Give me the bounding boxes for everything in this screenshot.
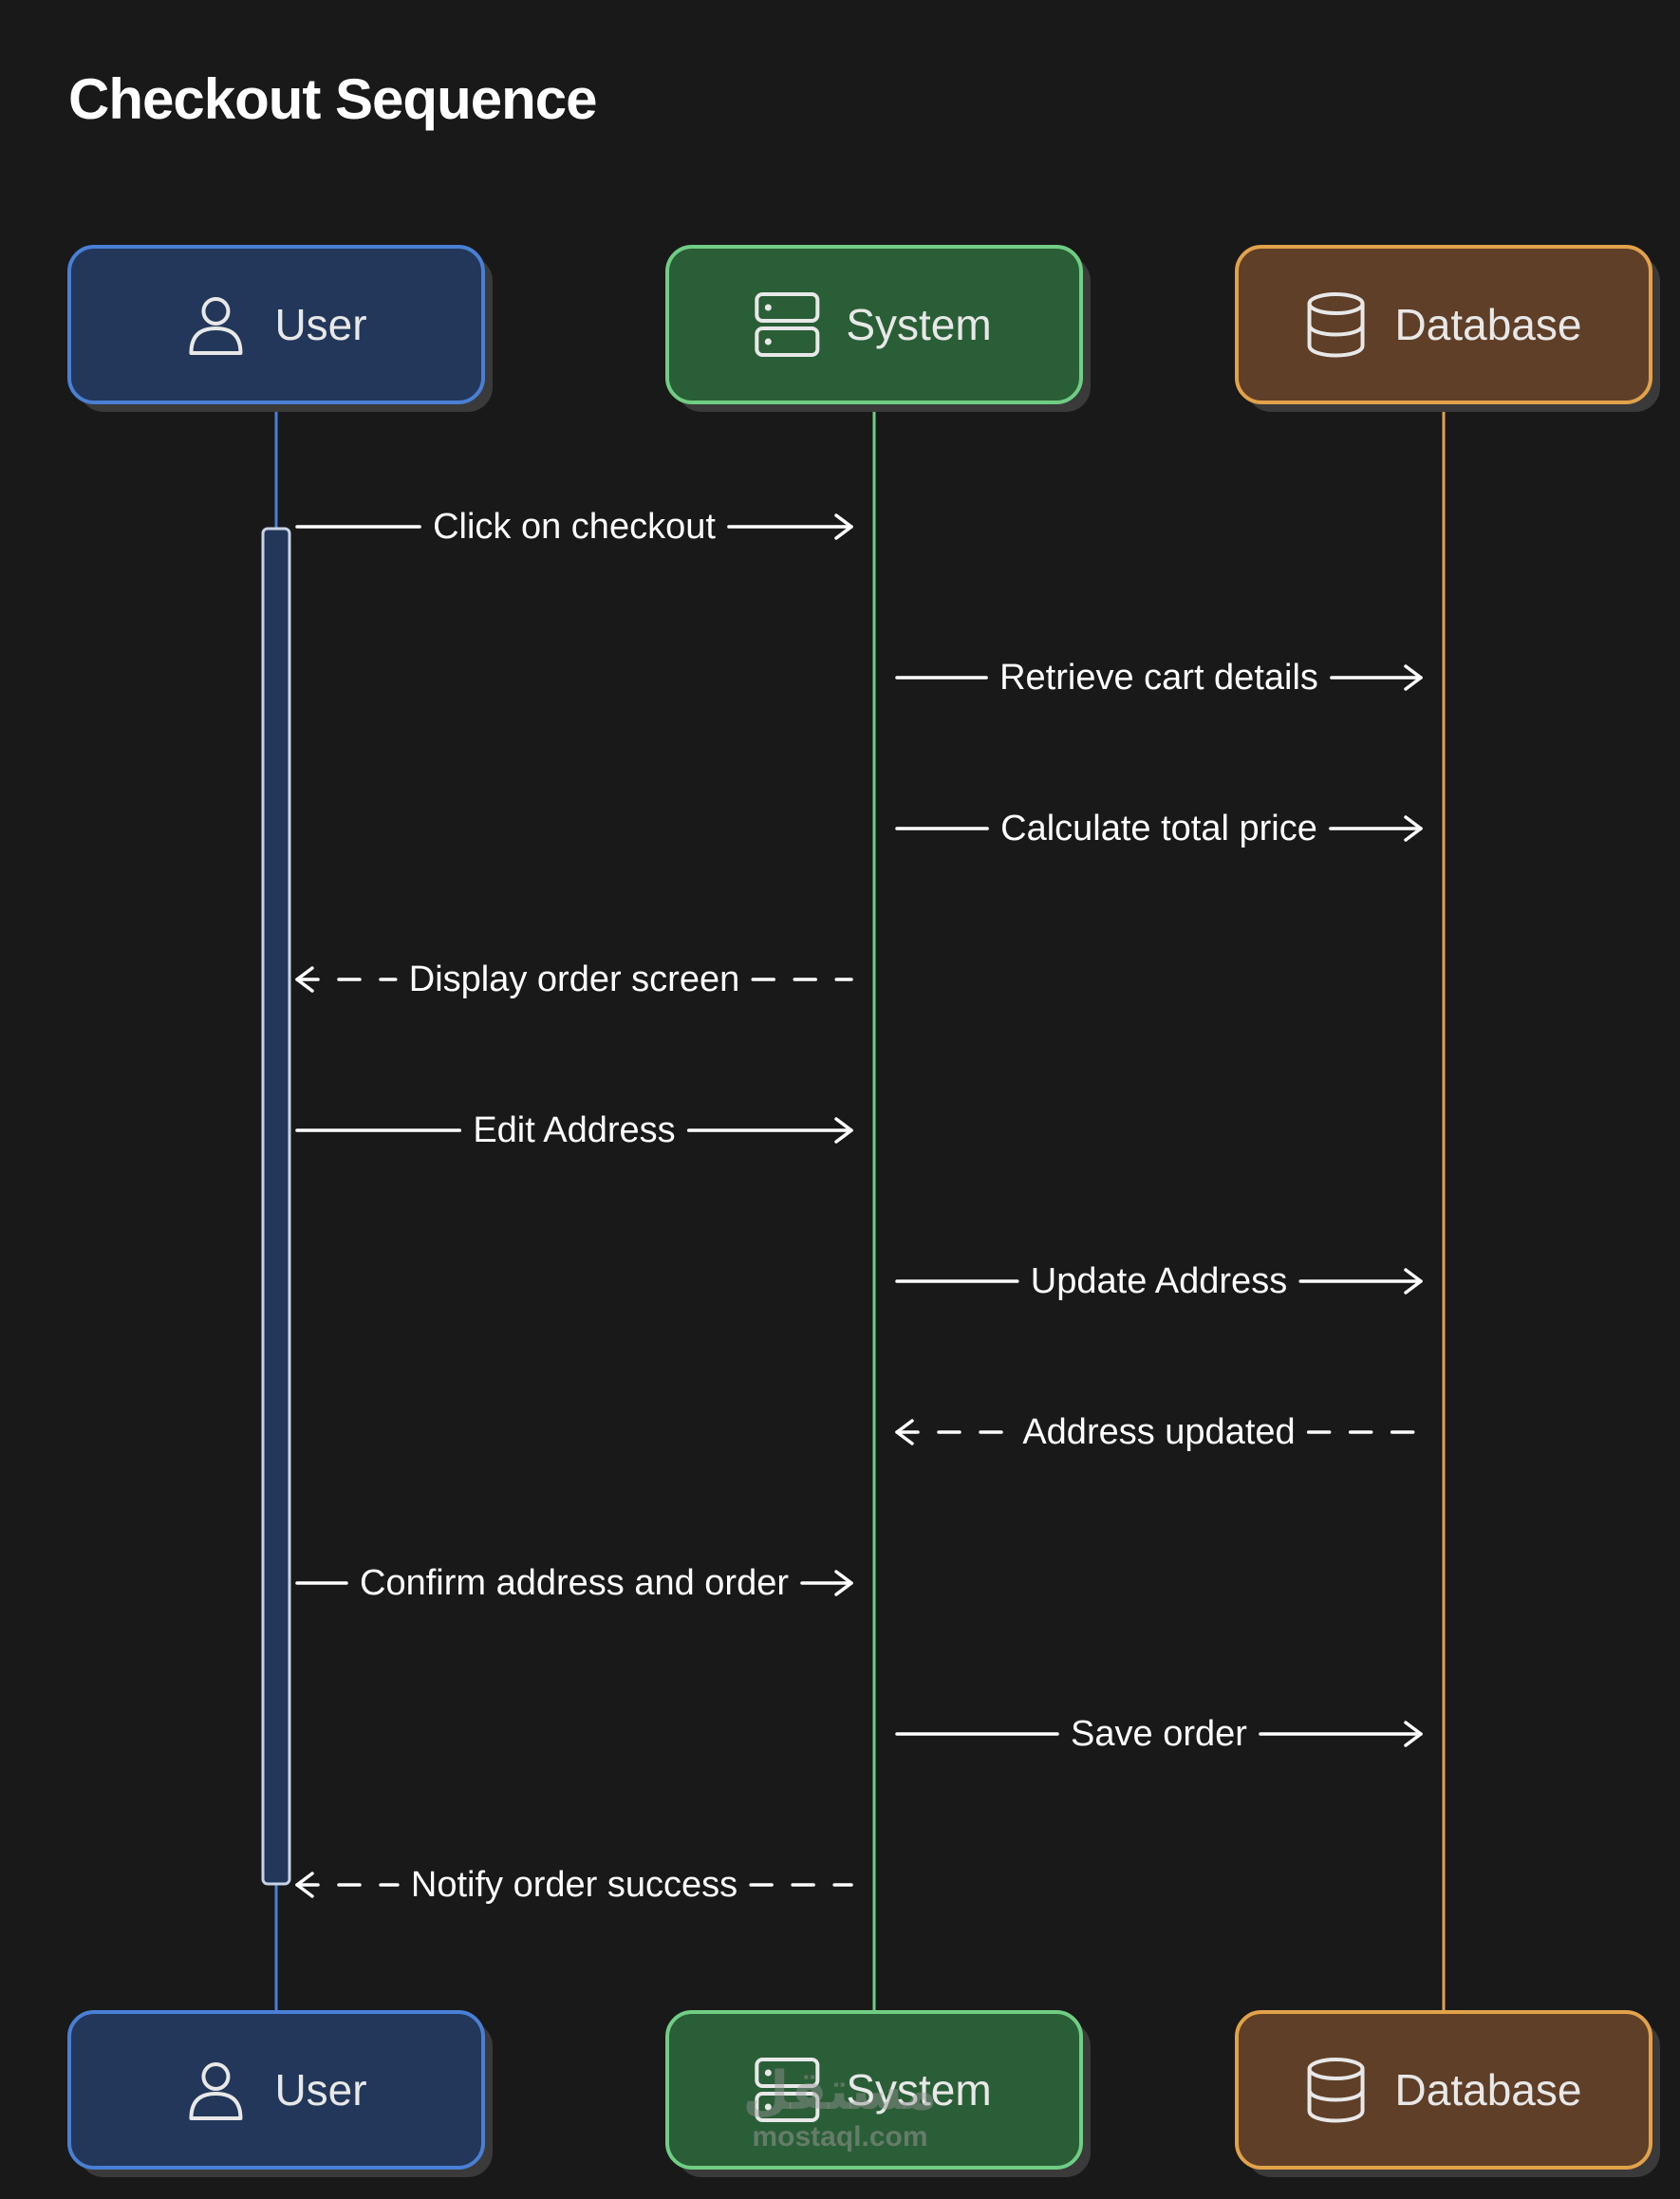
participant-box [665,245,1083,404]
server-icon [755,2058,820,2122]
watermark-logo: مستقل [742,2060,938,2120]
message-4: Display order screen [295,960,853,999]
participant-label: Database [1395,300,1582,349]
arrowhead [1404,664,1423,691]
message-label: Edit Address [473,1110,675,1150]
arrowhead [1404,1721,1423,1747]
participant-database-bottom: Database [1235,2010,1660,2177]
arrowhead [834,513,853,540]
message-label: Calculate total price [1000,809,1317,848]
arrowhead [834,1570,853,1596]
participant-label: System [846,300,991,349]
message-label: Retrieve cart details [999,658,1318,698]
arrowhead [1404,815,1423,842]
message-2: Retrieve cart details [895,658,1423,698]
diagram-title: Checkout Sequence [68,67,597,131]
message-label: Click on checkout [433,507,716,547]
message-label: Display order screen [409,960,739,999]
user-icon [189,2062,243,2120]
participant-user-bottom: User [67,2010,493,2177]
message-label: Confirm address and order [360,1563,789,1603]
server-icon [755,292,820,357]
participant-box [1235,2010,1652,2170]
message-label: Notify order success [411,1865,737,1905]
participant-label: Database [1395,2065,1582,2115]
message-10: Notify order success [295,1865,853,1905]
participant-user-top: User [67,245,493,412]
message-8: Confirm address and order [295,1563,853,1603]
participant-system-top: System [665,245,1091,412]
message-label: Save order [1071,1714,1247,1754]
participant-database-top: Database [1235,245,1660,412]
user-icon [189,297,243,355]
message-9: Save order [895,1714,1423,1754]
message-label: Address updated [1022,1412,1295,1452]
watermark-text: mostaql.com [752,2121,928,2152]
activation-bar [261,527,291,1886]
message-1: Click on checkout [295,507,853,547]
message-7: Address updated [895,1412,1423,1452]
arrowhead [834,1117,853,1144]
database-icon [1307,292,1365,358]
message-label: Update Address [1031,1261,1287,1301]
arrowhead [1404,1268,1423,1295]
participant-box [67,245,485,404]
participant-box [665,2010,1083,2170]
participant-box [67,2010,485,2170]
participant-label: User [274,2065,366,2115]
database-icon [1307,2058,1365,2123]
participant-box [1235,245,1652,404]
message-5: Edit Address [295,1110,853,1150]
arrowhead [295,1872,314,1898]
message-6: Update Address [895,1261,1423,1301]
arrowhead [295,966,314,993]
arrowhead [895,1419,914,1445]
message-3: Calculate total price [895,809,1423,848]
participant-label: System [846,2065,991,2115]
participant-system-bottom: System [665,2010,1091,2177]
participant-label: User [274,300,366,349]
